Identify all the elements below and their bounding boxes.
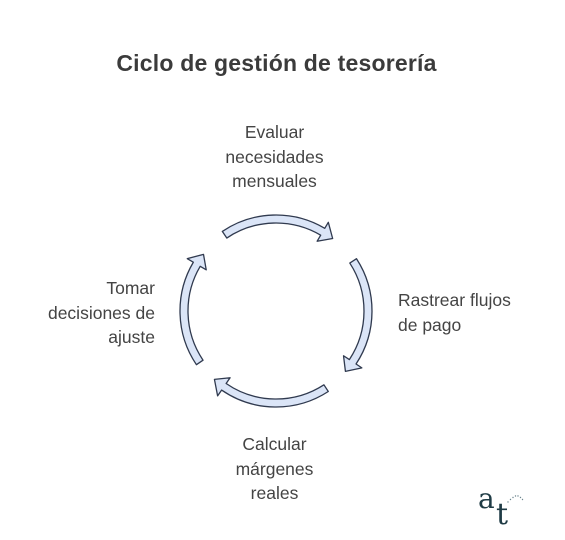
cycle-arrows (179, 214, 373, 408)
step-rastrear-flujos: Rastrear flujos de pago (398, 288, 558, 337)
arrow-bottom (213, 377, 329, 408)
logo-letter-t: t (496, 497, 508, 532)
step-tomar-decisiones: Tomar decisiones de ajuste (10, 276, 155, 350)
at-monogram-logo: a t (478, 482, 524, 532)
step-line: Tomar (106, 278, 155, 298)
step-line: Calcular (242, 434, 307, 454)
arrow-top (221, 214, 334, 242)
step-line: necesidades (225, 146, 324, 167)
step-line: Rastrear flujos (398, 290, 511, 310)
step-line: Evaluar (244, 122, 305, 142)
step-line: mensuales (232, 171, 317, 191)
step-line: de pago (398, 314, 462, 335)
step-line: reales (250, 483, 299, 503)
step-line: ajuste (108, 327, 155, 347)
arrow-left (179, 253, 207, 366)
step-evaluar-necesidades: Evaluar necesidades mensuales (187, 120, 362, 194)
step-line: decisiones de (47, 302, 155, 323)
diagram-title: Ciclo de gestión de tesorería (116, 50, 437, 76)
logo-letter-a: a (478, 482, 495, 515)
arrow-right (342, 258, 373, 373)
step-calcular-margenes: Calcular márgenes reales (187, 432, 362, 506)
step-line: márgenes (235, 458, 314, 479)
logo-tiny-marks (507, 495, 524, 503)
